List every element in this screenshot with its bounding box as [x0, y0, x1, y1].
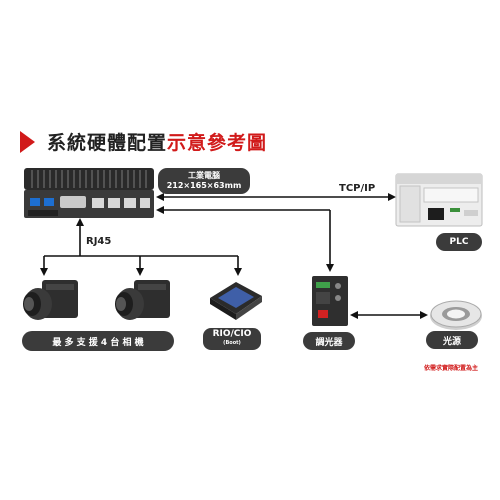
camera-1-image	[23, 280, 78, 320]
page-title: 系統硬體配置 示意參考圖	[20, 128, 267, 155]
ipc-label: 工業電腦 212×165×63mm	[158, 168, 250, 194]
camera-2-image	[115, 280, 170, 320]
controller-label: 調光器	[303, 332, 355, 350]
rio-sub: (Boot)	[223, 340, 241, 346]
title-triangle-icon	[20, 130, 35, 153]
ipc-size: 212×165×63mm	[166, 181, 242, 190]
light-controller-image	[312, 276, 348, 326]
rio-board-image	[210, 282, 262, 320]
rio-name: RIO/CIO	[212, 329, 252, 339]
title-red: 示意參考圖	[167, 132, 268, 154]
ring-light-image	[430, 300, 482, 330]
plc-label: PLC	[436, 233, 482, 251]
industrial-pc-image	[24, 168, 154, 218]
ipc-name: 工業電腦	[188, 171, 220, 180]
plc-image	[395, 173, 483, 227]
rio-label: RIO/CIO (Boot)	[203, 328, 261, 350]
cameras-label: 最 多 支 援 4 台 相 機	[22, 331, 174, 351]
light-label: 光源	[426, 331, 478, 349]
config-note: 依需求實際配置為主	[424, 365, 479, 372]
tcp-ip-label: TCP/IP	[339, 183, 376, 194]
title-black: 系統硬體配置	[47, 132, 168, 154]
rj45-label: RJ45	[86, 236, 112, 247]
